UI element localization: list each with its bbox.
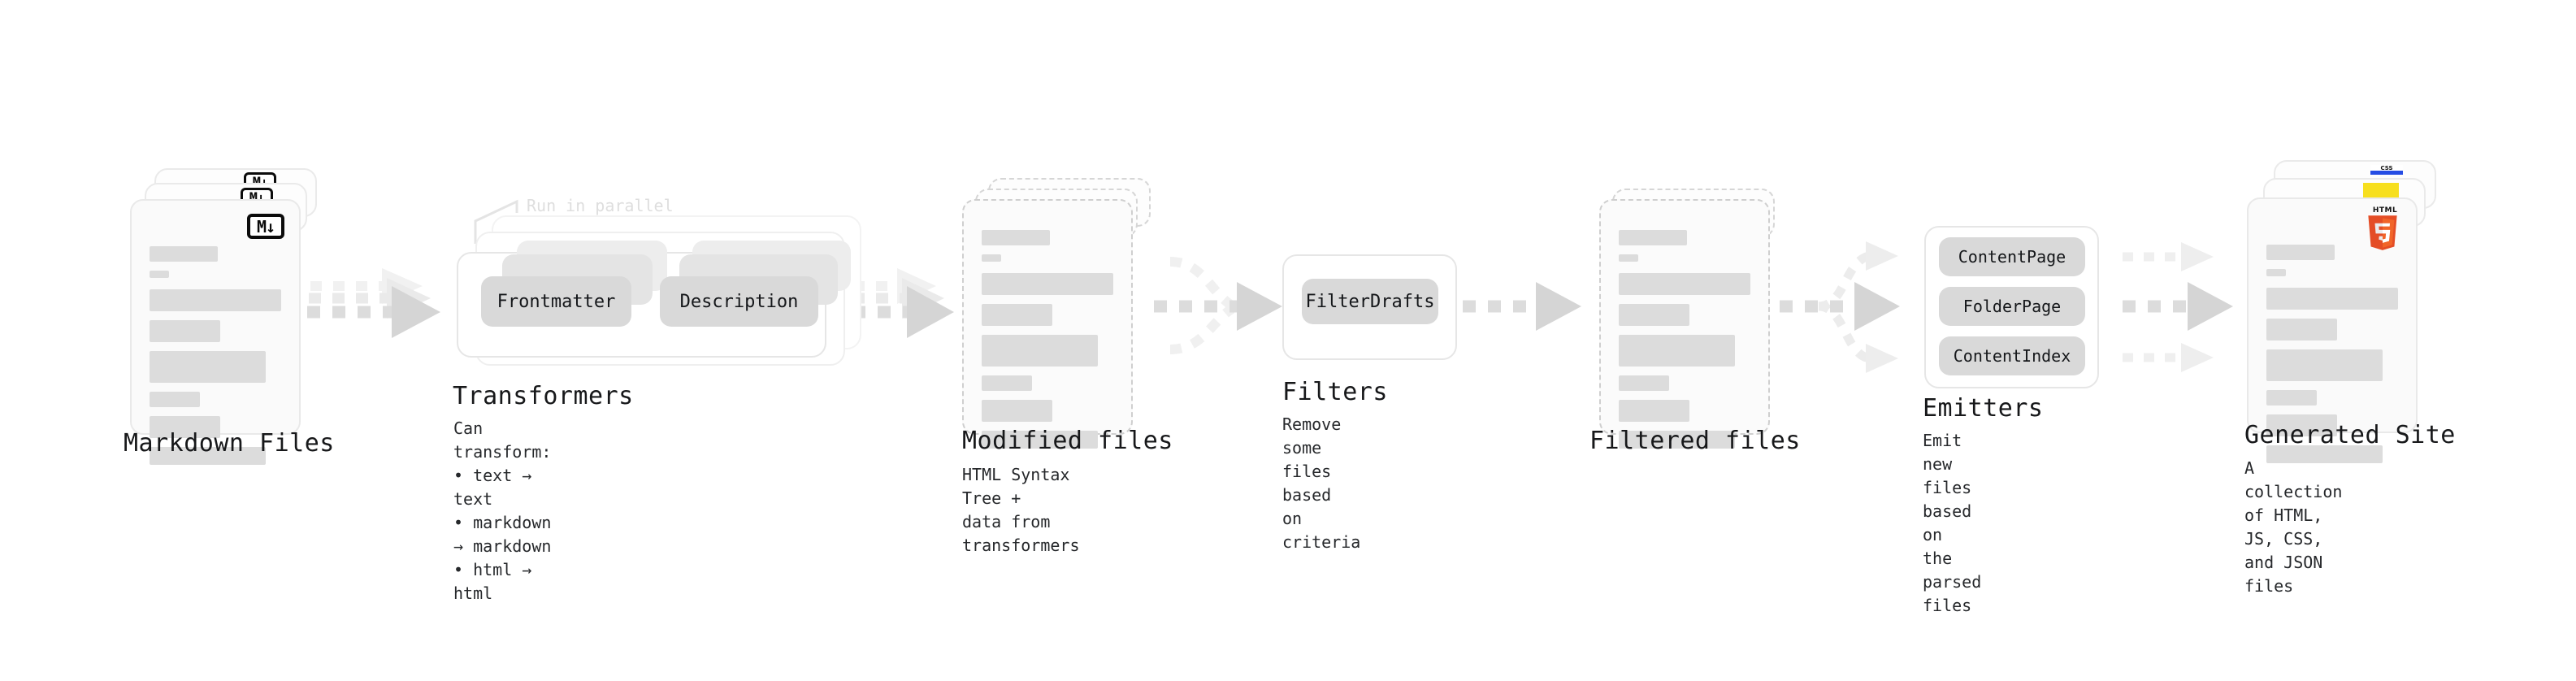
stage-title-filters: Filters <box>1282 378 1388 406</box>
html5-icon-label: HTML <box>2372 206 2398 215</box>
stage-title-generated-site: Generated Site <box>2244 421 2456 449</box>
connector-modified-to-filters <box>1154 257 1282 354</box>
html5-icon: HTML <box>2366 207 2405 254</box>
connector-filtered-to-emitters <box>1780 241 1900 373</box>
emitter-pill-folderpage[interactable]: FolderPage <box>1939 287 2085 326</box>
site-card-front: HTML <box>2247 197 2418 463</box>
stage-caption-modified-files: HTML Syntax Tree + data from transformer… <box>962 465 1080 555</box>
transformer-pill-frontmatter[interactable]: Frontmatter <box>481 276 631 327</box>
site-card-placeholder-lines <box>2266 245 2398 472</box>
run-in-parallel-label: Run in parallel <box>527 196 674 215</box>
css-icon: CSS <box>2370 165 2403 175</box>
transformer-pill-description[interactable]: Description <box>660 276 818 327</box>
markdown-icon: M↓ <box>247 214 284 239</box>
stage-title-transformers: Transformers <box>453 382 634 410</box>
filter-pill-filterdrafts[interactable]: FilterDrafts <box>1302 279 1438 324</box>
stage-title-filtered-files: Filtered files <box>1589 427 1801 455</box>
markdown-card-front: M↓ <box>130 199 301 465</box>
stage-caption-transformers: Can transform: • text → text • markdown … <box>453 419 552 603</box>
emitter-pill-contentpage[interactable]: ContentPage <box>1939 237 2085 276</box>
connector-emitters-to-site <box>2123 242 2233 372</box>
emitter-pill-contentindex[interactable]: ContentIndex <box>1939 336 2085 375</box>
connector-filters-to-filtered <box>1463 282 1581 331</box>
stage-title-modified-files: Modified files <box>962 427 1173 455</box>
stage-caption-emitters: Emit new files based on the parsed files <box>1923 431 1982 615</box>
modified-card-front <box>962 199 1133 449</box>
connector-md-to-transformers <box>307 268 440 338</box>
filtered-card-placeholder-lines <box>1619 230 1750 458</box>
markdown-card-placeholder-lines <box>150 246 281 474</box>
stage-caption-filters: Remove some files based on criteria <box>1282 414 1361 552</box>
stage-title-markdown-files: Markdown Files <box>124 429 335 458</box>
stage-caption-generated-site: A collection of HTML, JS, CSS, and JSON … <box>2244 458 2343 596</box>
modified-card-placeholder-lines <box>982 230 1113 458</box>
stage-title-emitters: Emitters <box>1923 394 2044 423</box>
filtered-card-front <box>1599 199 1770 449</box>
